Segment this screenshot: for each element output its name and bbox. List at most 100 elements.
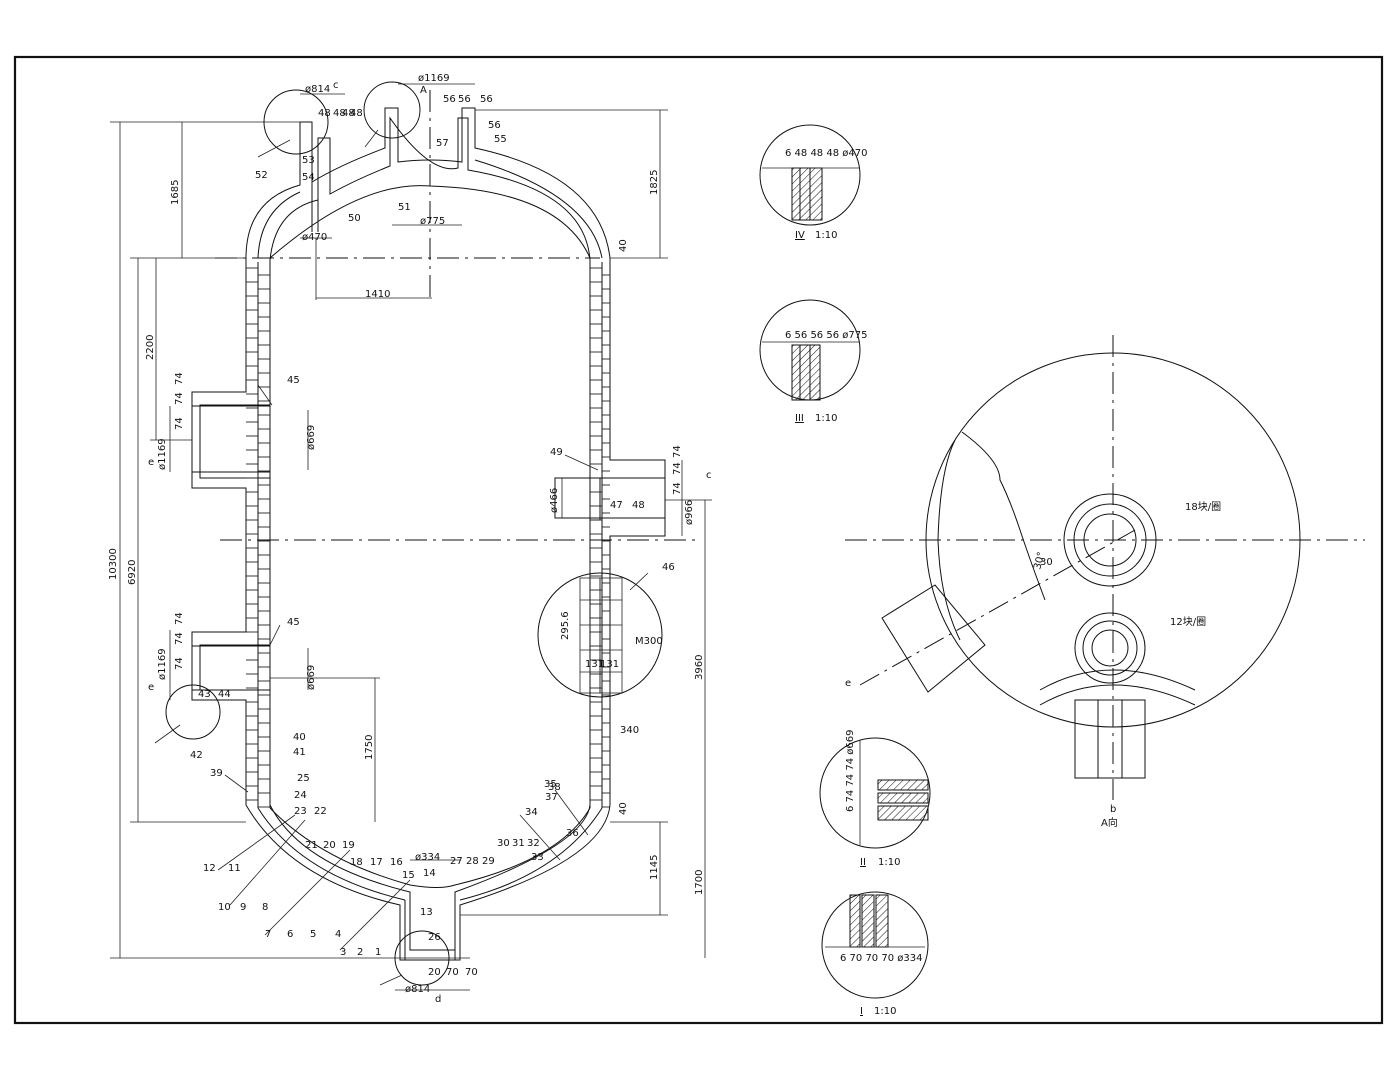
part-number: 13 <box>420 907 433 918</box>
dimension-text: 74 <box>174 392 185 405</box>
part-number: 4 <box>335 929 341 940</box>
part-number: 23 <box>294 806 307 817</box>
part-number: 29 <box>482 856 495 867</box>
part-number: 21 <box>305 840 318 851</box>
part-number: 26 <box>428 932 441 943</box>
detail-dims: 6 70 70 70 ø334 <box>840 953 922 964</box>
dimension-text: 40 <box>618 802 629 815</box>
detail-III <box>759 299 861 401</box>
part-number: 35 <box>544 779 557 790</box>
part-number: 15 <box>402 870 415 881</box>
view-caption: A向 <box>1101 816 1118 829</box>
section-mark: c <box>706 470 712 481</box>
dimension-text: 10300 <box>108 548 119 580</box>
dimension-text: 74 <box>174 372 185 385</box>
part-number: 5 <box>310 929 316 940</box>
part-number: 57 <box>436 138 449 149</box>
part-number: 42 <box>190 750 203 761</box>
dimension-text: 74 <box>174 657 185 670</box>
detail-scale: 1:10 <box>815 230 837 241</box>
part-number: 1 <box>375 947 381 958</box>
part-number: 10 <box>218 902 231 913</box>
detail-scale: 1:10 <box>878 857 900 868</box>
dimension-text: 3960 <box>694 655 705 680</box>
part-number: 45 <box>287 617 300 628</box>
part-number: 16 <box>390 857 403 868</box>
section-mark: c <box>333 80 339 91</box>
dimension-text: 74 <box>672 482 683 495</box>
dimension-text: ø1169 <box>418 73 450 84</box>
part-number: 14 <box>423 868 436 879</box>
part-number: 8 <box>262 902 268 913</box>
dimension-text: 48 <box>333 108 346 119</box>
section-mark: b <box>1110 804 1116 815</box>
detail-IV <box>759 124 861 226</box>
dimension-text: 48 <box>318 108 331 119</box>
leader-lines <box>154 129 649 986</box>
part-number: 9 <box>240 902 246 913</box>
part-number: 44 <box>218 689 231 700</box>
ring-label: 18块/圈 <box>1185 501 1221 513</box>
part-number: 31 <box>512 838 525 849</box>
part-number: 18 <box>350 857 363 868</box>
part-number: 2 <box>357 947 363 958</box>
detail-46-bricks <box>579 577 623 694</box>
dimension-text: 74 <box>672 462 683 475</box>
drawing-frame <box>13 55 1384 1025</box>
part-number: 19 <box>342 840 355 851</box>
part-number: 39 <box>210 768 223 779</box>
dimension-text: ø814 <box>405 984 430 995</box>
part-number: 41 <box>293 747 306 758</box>
part-number: 45 <box>287 375 300 386</box>
part-number: 33 <box>531 852 544 863</box>
dimension-text: 56 <box>458 94 471 105</box>
part-number: 32 <box>527 838 540 849</box>
dimension-text: 20 <box>428 967 441 978</box>
lining-bricks <box>246 267 610 808</box>
section-mark: d <box>435 994 441 1005</box>
detail-roman: III <box>795 413 804 424</box>
dimension-text: M300 <box>635 636 663 647</box>
dimension-text: ø775 <box>420 216 445 227</box>
dimension-text: 56 <box>480 94 493 105</box>
dimension-text: 30 <box>1040 557 1053 568</box>
part-number: 53 <box>302 155 315 166</box>
dimension-text: 1700 <box>694 870 705 895</box>
dimension-text: 295.6 <box>560 611 571 640</box>
dimension-text: 70 <box>446 967 459 978</box>
part-number: 40 <box>293 732 306 743</box>
dimension-text: ø814 <box>305 84 330 95</box>
part-number: 28 <box>466 856 479 867</box>
detail-dims: 6 56 56 56 ø775 <box>785 330 867 341</box>
detail-dims: 6 48 48 48 ø470 <box>785 148 867 159</box>
dimension-text: ø1169 <box>157 648 168 680</box>
detail-scale: 1:10 <box>874 1006 896 1017</box>
part-number: 36 <box>566 828 579 839</box>
vessel-section <box>191 107 666 961</box>
part-number: 38 <box>548 782 561 793</box>
section-mark: e <box>148 682 154 693</box>
dimension-text: 6920 <box>127 560 138 585</box>
part-number: 55 <box>494 134 507 145</box>
dimension-text: 340 <box>620 725 639 736</box>
dimension-text: 1685 <box>170 180 181 205</box>
view-a-plan <box>881 352 1301 779</box>
part-number: 49 <box>550 447 563 458</box>
part-number: 6 <box>287 929 293 940</box>
part-number: 48 <box>342 108 355 119</box>
dimension-text: 1750 <box>364 735 375 760</box>
dimension-text: 74 <box>174 612 185 625</box>
ring-label: 12块/圈 <box>1170 616 1206 628</box>
detail-dims: 6 74 74 74 ø669 <box>845 730 856 812</box>
part-number: 52 <box>255 170 268 181</box>
part-number: 27 <box>450 856 463 867</box>
dimension-text: ø669 <box>306 665 317 690</box>
dimension-text: ø334 <box>415 852 440 863</box>
detail-scale: 1:10 <box>815 413 837 424</box>
part-number: 24 <box>294 790 307 801</box>
dimension-text: ø669 <box>306 425 317 450</box>
section-mark: e <box>845 678 851 689</box>
